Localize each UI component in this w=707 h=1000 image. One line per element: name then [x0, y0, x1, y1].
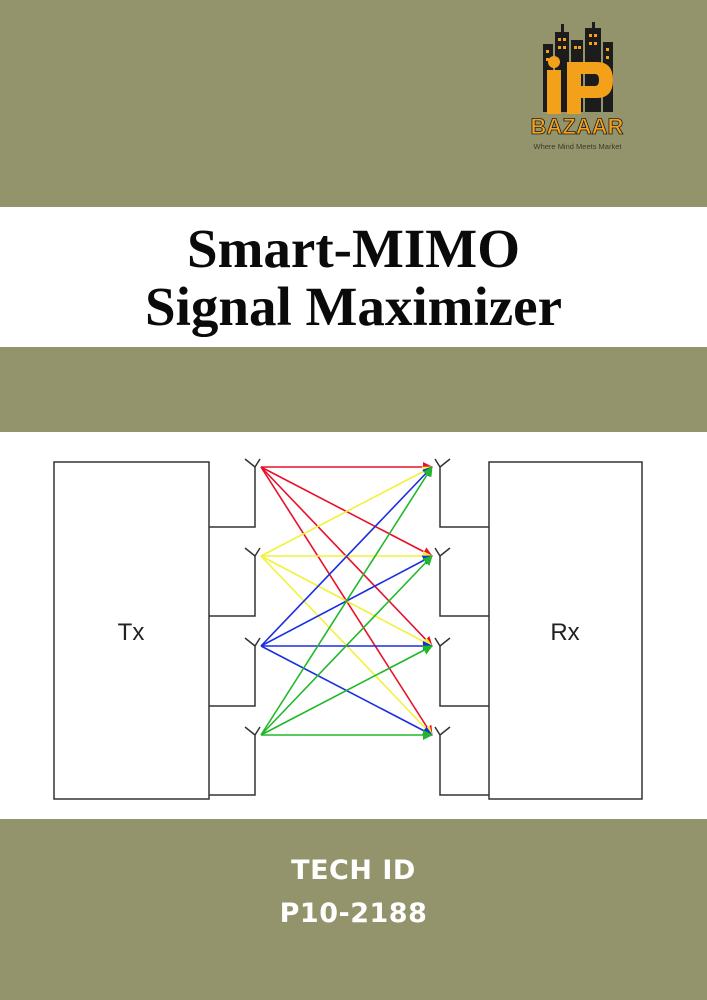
rx-antenna-icon — [434, 458, 489, 528]
rx-antenna-icon — [434, 547, 489, 617]
tx-box — [53, 461, 210, 800]
tx-antenna-icon — [209, 637, 261, 707]
logo-wordmark: BAZAAR — [531, 114, 624, 139]
tech-id-label: TECH ID — [291, 855, 416, 886]
mimo-diagram-band: Tx Rx — [0, 432, 707, 819]
logo-emblem-icon: BAZAAR — [530, 22, 624, 139]
logo-tagline: Where Mind Meets Market — [533, 142, 622, 151]
signal-link-arrow — [260, 645, 433, 736]
tx-label: Tx — [118, 619, 145, 646]
tech-id-value: P10-2188 — [279, 898, 428, 929]
page-title-line-1: Smart-MIMO — [187, 218, 520, 279]
rx-label: Rx — [550, 619, 579, 646]
page-title-line-2: Signal Maximizer — [144, 276, 562, 337]
signal-link-arrow — [260, 466, 433, 557]
rx-antenna-icon — [434, 726, 489, 796]
ip-bazaar-logo: BAZAAR Where Mind Meets Market — [505, 22, 650, 157]
mimo-diagram: Tx Rx — [53, 458, 643, 800]
rx-antenna-icon — [434, 637, 489, 707]
signal-link-arrow — [260, 555, 433, 736]
signal-link-arrow — [260, 466, 433, 647]
tx-antenna-icon — [209, 547, 261, 617]
signal-link-arrow — [260, 466, 433, 736]
title-band: Smart-MIMO Signal Maximizer — [0, 207, 707, 347]
tx-antenna-icon — [209, 458, 261, 528]
rx-box — [488, 461, 643, 800]
tx-antenna-icon — [209, 726, 261, 796]
